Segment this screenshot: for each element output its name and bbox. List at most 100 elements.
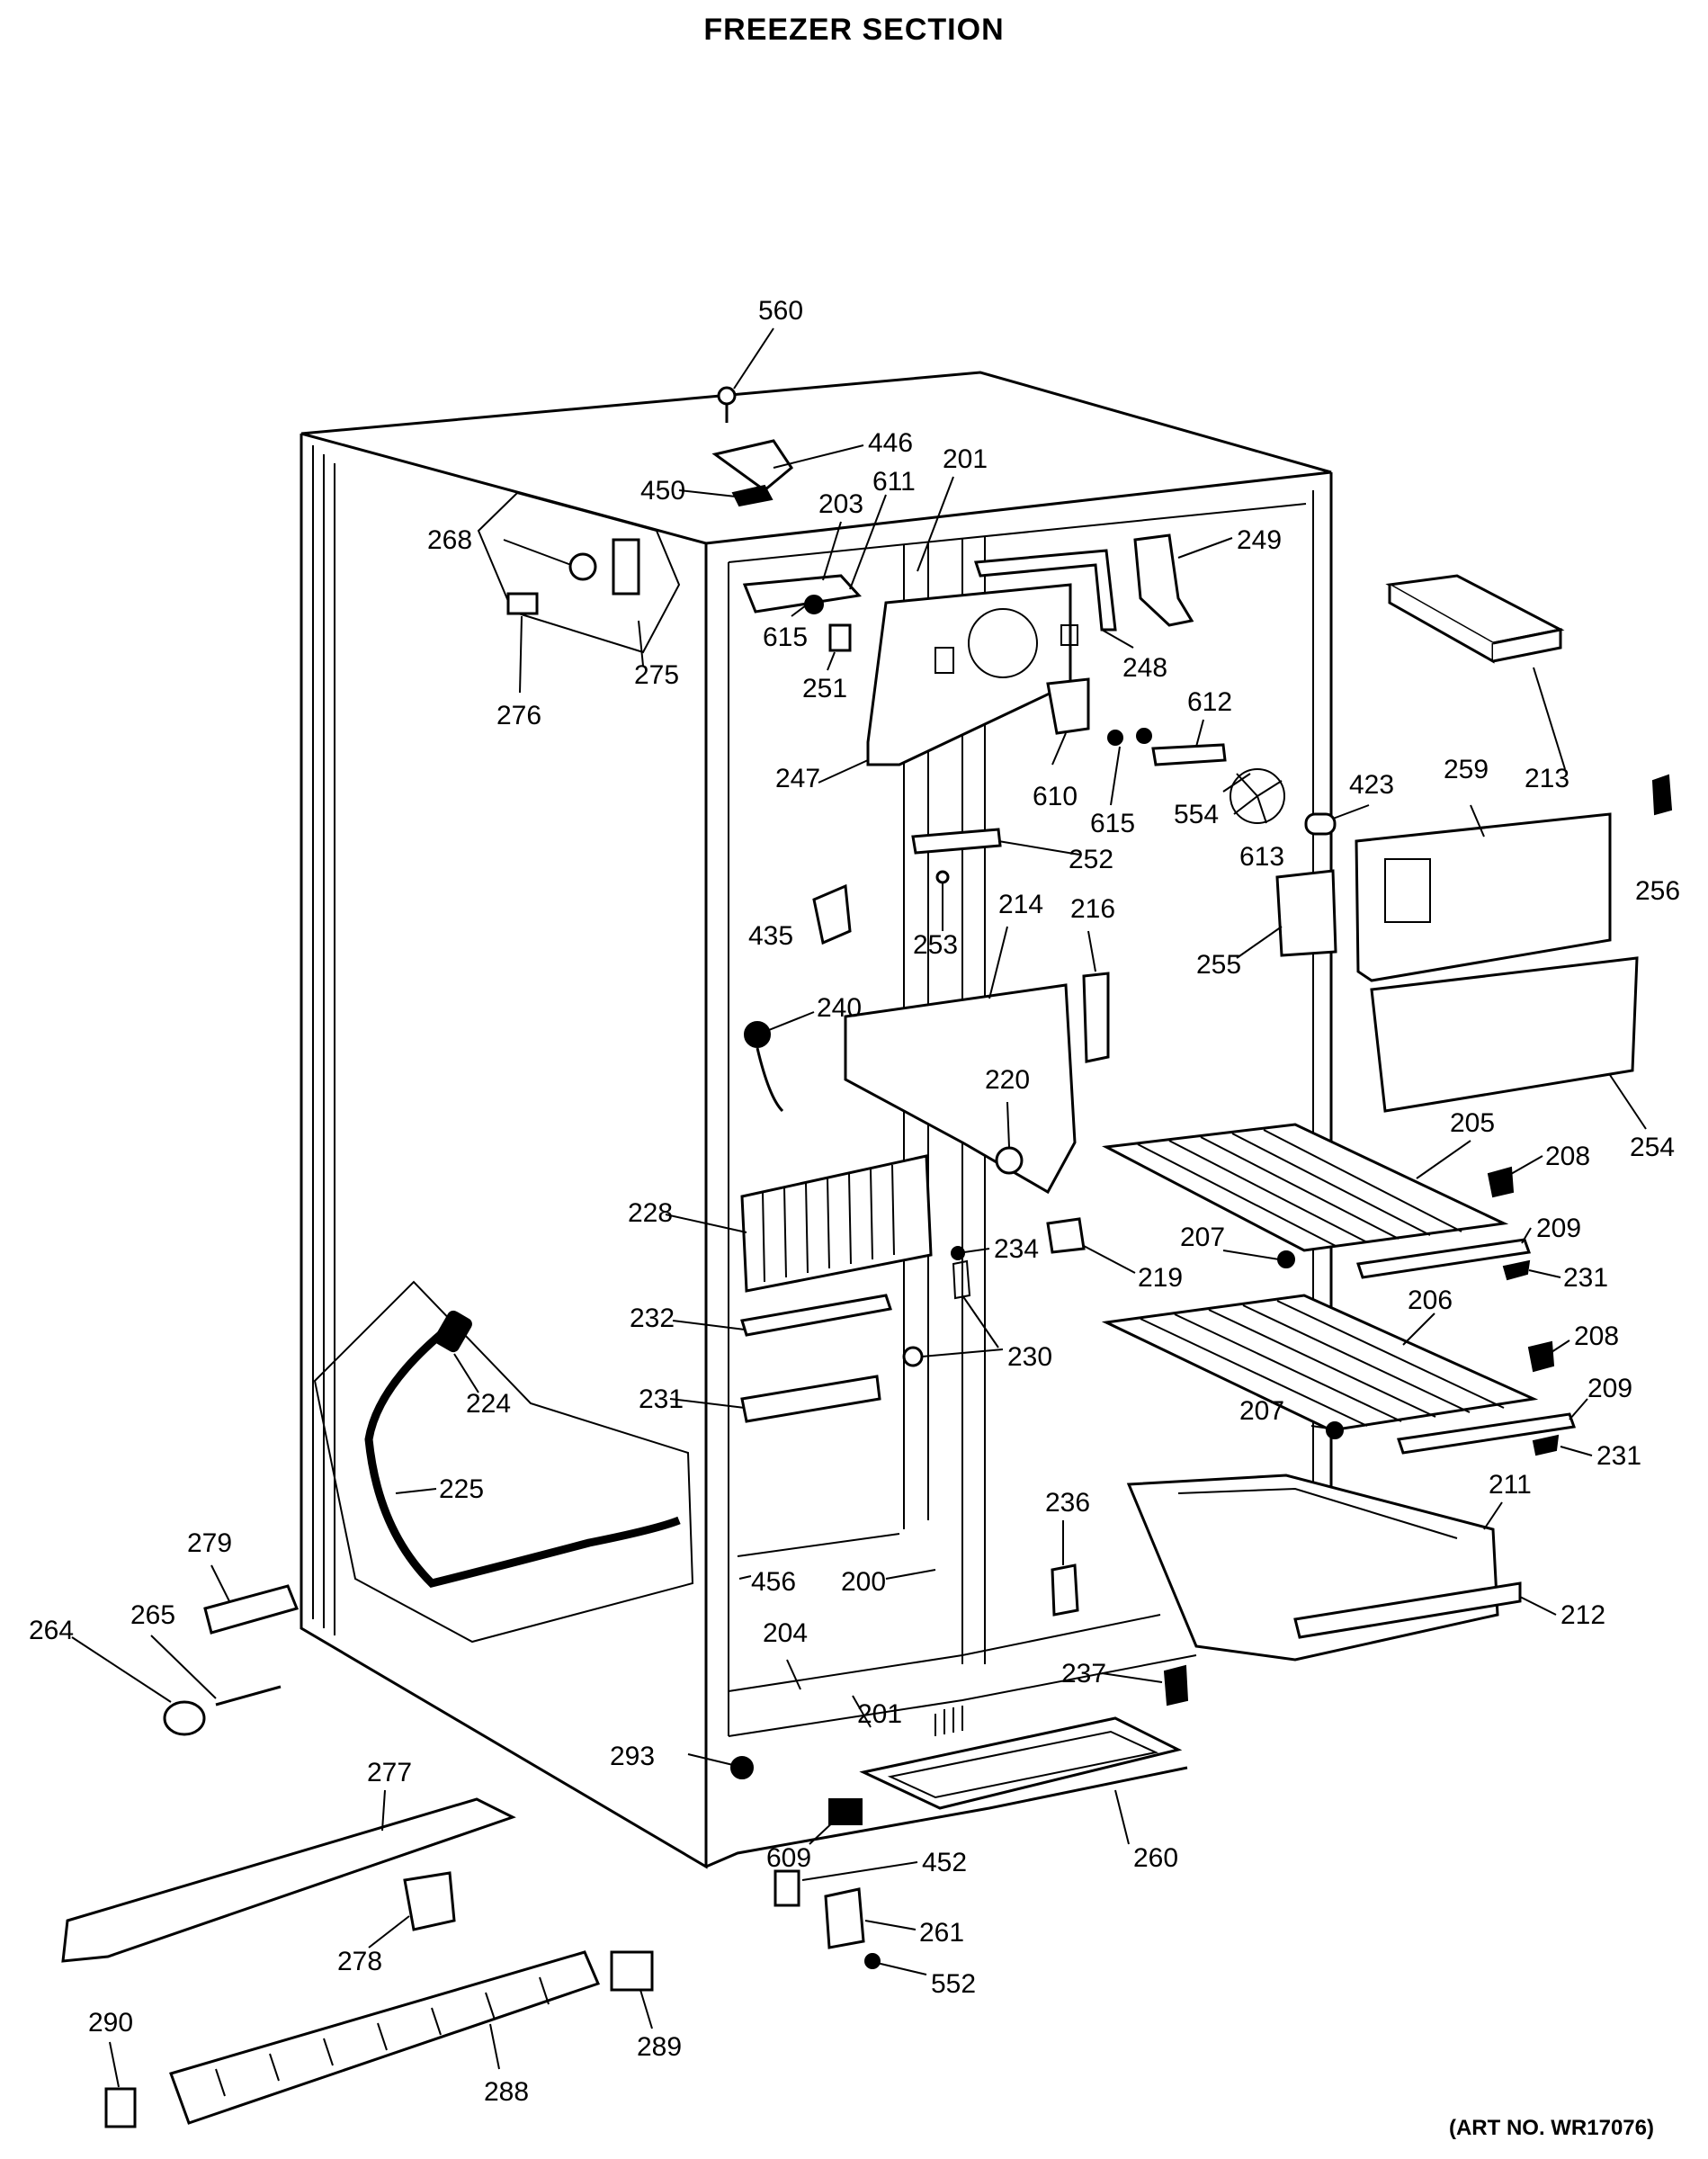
callout-203: 203 — [818, 489, 863, 519]
callout-209: 209 — [1587, 1374, 1632, 1403]
callout-219: 219 — [1138, 1263, 1183, 1293]
part-256-hinge-pin — [1651, 774, 1673, 816]
part-260-drain-pan — [859, 1716, 1183, 1810]
callout-212: 212 — [1560, 1600, 1605, 1630]
part-277-rail — [61, 1797, 516, 1963]
callout-205: 205 — [1450, 1108, 1495, 1138]
callout-240: 240 — [817, 993, 862, 1023]
part-214-evaporator-shield — [844, 983, 1077, 1195]
callout-289: 289 — [637, 2032, 682, 2062]
callout-276: 276 — [496, 701, 541, 730]
part-252-253-grille — [911, 828, 1002, 884]
part-446-bracket — [711, 439, 793, 492]
part-213-ice-tray — [1385, 574, 1565, 664]
part-289-290-clips — [104, 1950, 654, 2128]
part-293-clip — [730, 1756, 754, 1779]
callout-251: 251 — [802, 674, 847, 703]
part-268-275-276-control-box — [477, 491, 681, 654]
part-249-bracket — [1133, 533, 1194, 627]
part-228-evaporator — [740, 1154, 933, 1293]
callout-268: 268 — [427, 525, 472, 555]
part-259-ice-compartment — [1355, 812, 1612, 982]
callout-446: 446 — [868, 428, 913, 458]
part-216-duct — [1082, 972, 1110, 1063]
callout-214: 214 — [998, 890, 1043, 919]
part-255-label — [1275, 869, 1337, 957]
callout-277: 277 — [367, 1758, 412, 1787]
callout-252: 252 — [1069, 845, 1113, 874]
part-615b-grommets — [1107, 728, 1152, 746]
callout-261: 261 — [919, 1918, 964, 1948]
callout-232: 232 — [630, 1303, 675, 1333]
part-279-bracket — [203, 1584, 300, 1635]
callout-249: 249 — [1237, 525, 1282, 555]
callout-435: 435 — [748, 921, 793, 951]
part-251-switch — [828, 623, 852, 652]
part-612-bracket — [1151, 743, 1227, 766]
callout-450: 450 — [640, 476, 685, 506]
callout-253: 253 — [913, 930, 958, 960]
diagram-title: FREEZER SECTION — [703, 13, 1005, 47]
part-236-237-hinges — [1051, 1563, 1189, 1707]
callout-216: 216 — [1070, 894, 1115, 924]
callout-231: 231 — [1596, 1441, 1641, 1471]
part-203-611-615-bracket — [742, 574, 862, 614]
part-278-bracket — [403, 1871, 456, 1931]
callout-211: 211 — [1489, 1470, 1532, 1500]
callout-208: 208 — [1574, 1321, 1619, 1351]
callout-209: 209 — [1536, 1214, 1581, 1243]
callout-213: 213 — [1525, 764, 1569, 793]
callout-612: 612 — [1187, 687, 1232, 717]
part-240-heater — [744, 1021, 784, 1113]
callout-231: 231 — [1563, 1263, 1608, 1293]
callout-204: 204 — [763, 1618, 808, 1648]
callout-554: 554 — [1174, 800, 1219, 829]
callout-225: 225 — [439, 1474, 484, 1504]
callout-208: 208 — [1545, 1142, 1590, 1171]
callout-279: 279 — [187, 1528, 232, 1558]
callout-264: 264 — [29, 1616, 74, 1645]
part-211-212-basket — [1126, 1474, 1522, 1662]
part-205-shelf-upper — [1102, 1123, 1509, 1252]
callout-615: 615 — [763, 623, 808, 652]
callout-201: 201 — [943, 444, 988, 474]
callout-254: 254 — [1630, 1133, 1675, 1162]
callout-278: 278 — [337, 1947, 382, 1976]
part-232-231-230-brackets — [740, 1259, 971, 1423]
callout-237: 237 — [1061, 1659, 1106, 1689]
callout-255: 255 — [1196, 950, 1241, 980]
part-247-evaporator-cover — [866, 583, 1078, 766]
callout-230: 230 — [1007, 1342, 1052, 1372]
callout-423: 423 — [1349, 770, 1394, 800]
part-423-bulb — [1304, 812, 1337, 836]
callout-552: 552 — [931, 1969, 976, 1999]
part-435-thermostat — [812, 883, 852, 945]
callout-259: 259 — [1444, 755, 1489, 784]
part-560-screw — [717, 386, 737, 423]
callout-293: 293 — [610, 1742, 655, 1771]
callout-615: 615 — [1090, 809, 1135, 838]
leader-lines — [71, 327, 1647, 2088]
callout-200: 200 — [841, 1567, 886, 1597]
callout-labels: 560 446 450 201 203 611 249 268 615 251 … — [29, 296, 1680, 2107]
callout-256: 256 — [1635, 876, 1680, 906]
part-450-clip — [731, 484, 774, 507]
callout-290: 290 — [88, 2008, 133, 2038]
callout-456: 456 — [751, 1567, 796, 1597]
callout-609: 609 — [766, 1843, 811, 1873]
callout-206: 206 — [1408, 1286, 1453, 1315]
callout-275: 275 — [634, 660, 679, 690]
part-254-door — [1370, 956, 1639, 1113]
callout-247: 247 — [775, 764, 820, 793]
part-613-fan-blade — [1230, 768, 1285, 824]
callout-288: 288 — [484, 2077, 529, 2107]
callout-236: 236 — [1045, 1488, 1090, 1518]
callout-207: 207 — [1180, 1223, 1225, 1252]
callout-201: 201 — [857, 1699, 902, 1729]
callout-228: 228 — [628, 1198, 673, 1228]
part-610-fan-motor — [1046, 677, 1090, 735]
part-208-209-207-231-shelf-hardware — [1277, 1166, 1577, 1456]
callout-610: 610 — [1033, 782, 1078, 811]
callout-248: 248 — [1122, 653, 1167, 683]
